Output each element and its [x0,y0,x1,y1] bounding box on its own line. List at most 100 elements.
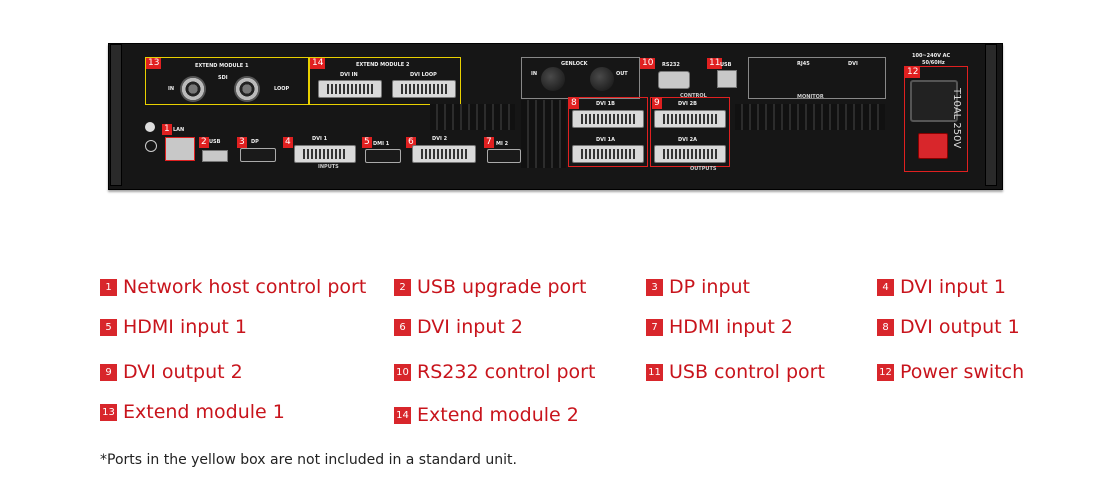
dvi-output-2a-port [654,145,726,163]
marker-3: 3 [237,137,247,148]
dp-port [240,148,276,162]
power-switch [918,133,948,159]
dvi-output-1a-port [572,145,644,163]
legend-item: 2 USB upgrade port [394,276,586,298]
extend-module-1-box [145,57,309,105]
legend-label: USB upgrade port [417,276,587,298]
legend-badge: 5 [100,318,117,336]
power-inlet [910,80,958,122]
dvi2a-label: DVI 2A [678,137,697,143]
monitor-group-label: MONITOR [797,94,824,100]
dvi2b-label: DVI 2B [678,101,697,107]
marker-2: 2 [199,137,209,148]
legend-badge: 2 [394,278,411,296]
monitor-rj45-label: RJ45 [797,61,810,67]
marker-1: 1 [162,124,172,135]
rs232-port [658,71,690,89]
legend-badge: 4 [877,278,894,296]
monitor-dvi-label: DVI [848,61,858,67]
legend-label: DVI output 2 [123,361,243,383]
hdmi-input-1-port [365,149,401,163]
legend-item: 12 Power switch [877,361,1024,383]
hdmi1-label: DMI 1 [373,141,390,147]
marker-7: 7 [484,137,494,148]
sdi-in-connector [180,76,206,102]
module2-dvi-in-label: DVI IN [340,72,358,78]
control-group-label: CONTROL [680,93,707,99]
module2-dvi-in-port [318,80,382,98]
usb-upgrade-port [202,150,228,162]
marker-4: 4 [283,137,293,148]
legend-item: 7 HDMI input 2 [646,316,793,338]
power-freq-label: 50/60Hz [922,60,945,66]
rs232-label: RS232 [662,62,680,68]
genlock-panel [521,57,640,99]
module1-in-label: IN [168,86,175,92]
legend-item: 11 USB control port [646,361,825,383]
genlock-out-label: OUT [616,71,628,77]
legend-item: 14 Extend module 2 [394,404,579,426]
legend-item: 1 Network host control port [100,276,366,298]
marker-6: 6 [406,137,416,148]
marker-10: 10 [640,58,656,69]
genlock-out-connector [590,67,614,91]
legend-badge: 14 [394,406,411,424]
genlock-title: GENLOCK [561,61,588,67]
legend-item: 13 Extend module 1 [100,401,285,423]
usb-control-label: USB [720,62,732,68]
legend-label: HDMI input 1 [123,316,247,338]
legend-label: DVI output 1 [900,316,1020,338]
sdi-loop-connector [234,76,260,102]
genlock-in-connector [541,67,565,91]
legend-label: RS232 control port [417,361,596,383]
legend-label: Network host control port [123,276,367,298]
dvi1b-label: DVI 1B [596,101,615,107]
legend-badge: 11 [646,363,663,381]
rack-ear-right [985,44,997,186]
module2-title: EXTEND MODULE 2 [356,62,410,68]
module1-title: EXTEND MODULE 1 [195,63,249,69]
dvi1-label: DVI 1 [312,136,328,142]
dvi2-label: DVI 2 [432,136,448,142]
power-module-box [904,66,968,172]
marker-9: 9 [652,98,662,109]
lan-label: LAN [173,127,185,133]
outputs-group-label: OUTPUTS [690,166,717,172]
legend-label: Power switch [900,361,1025,383]
usb-control-port [717,70,737,88]
hdmi-input-2-port [487,149,521,163]
dp-label: DP [251,139,259,145]
legend-badge: 12 [877,363,894,381]
legend-badge: 7 [646,318,663,336]
rack-ear-left [110,44,122,186]
legend-item: 4 DVI input 1 [877,276,1006,298]
hdmi2-label: MI 2 [496,141,509,147]
marker-11: 11 [707,58,723,69]
legend-badge: 1 [100,278,117,296]
legend-badge: 10 [394,363,411,381]
dvi-output-2b-port [654,110,726,128]
legend-badge: 6 [394,318,411,336]
screw-icon [145,122,155,132]
marker-13: 13 [146,58,162,69]
legend-label: DVI input 2 [417,316,523,338]
vent-grille-1 [430,104,515,130]
legend-item: 6 DVI input 2 [394,316,523,338]
legend-badge: 8 [877,318,894,336]
genlock-in-label: IN [531,71,538,77]
legend-label: Extend module 1 [123,401,285,423]
legend-item: 5 HDMI input 1 [100,316,247,338]
legend-item: 9 DVI output 2 [100,361,243,383]
lan-port [165,137,195,161]
ground-icon [145,140,157,152]
legend-item: 8 DVI output 1 [877,316,1020,338]
footnote: *Ports in the yellow box are not include… [100,452,517,468]
dvi-input-2-port [412,145,476,163]
module1-sdi-label: SDI [218,75,228,81]
legend-badge: 9 [100,363,117,381]
legend-badge: 13 [100,403,117,421]
legend-label: Extend module 2 [417,404,579,426]
module2-dvi-loop-port [392,80,456,98]
legend-label: DP input [669,276,751,298]
module1-loop-label: LOOP [274,86,290,92]
